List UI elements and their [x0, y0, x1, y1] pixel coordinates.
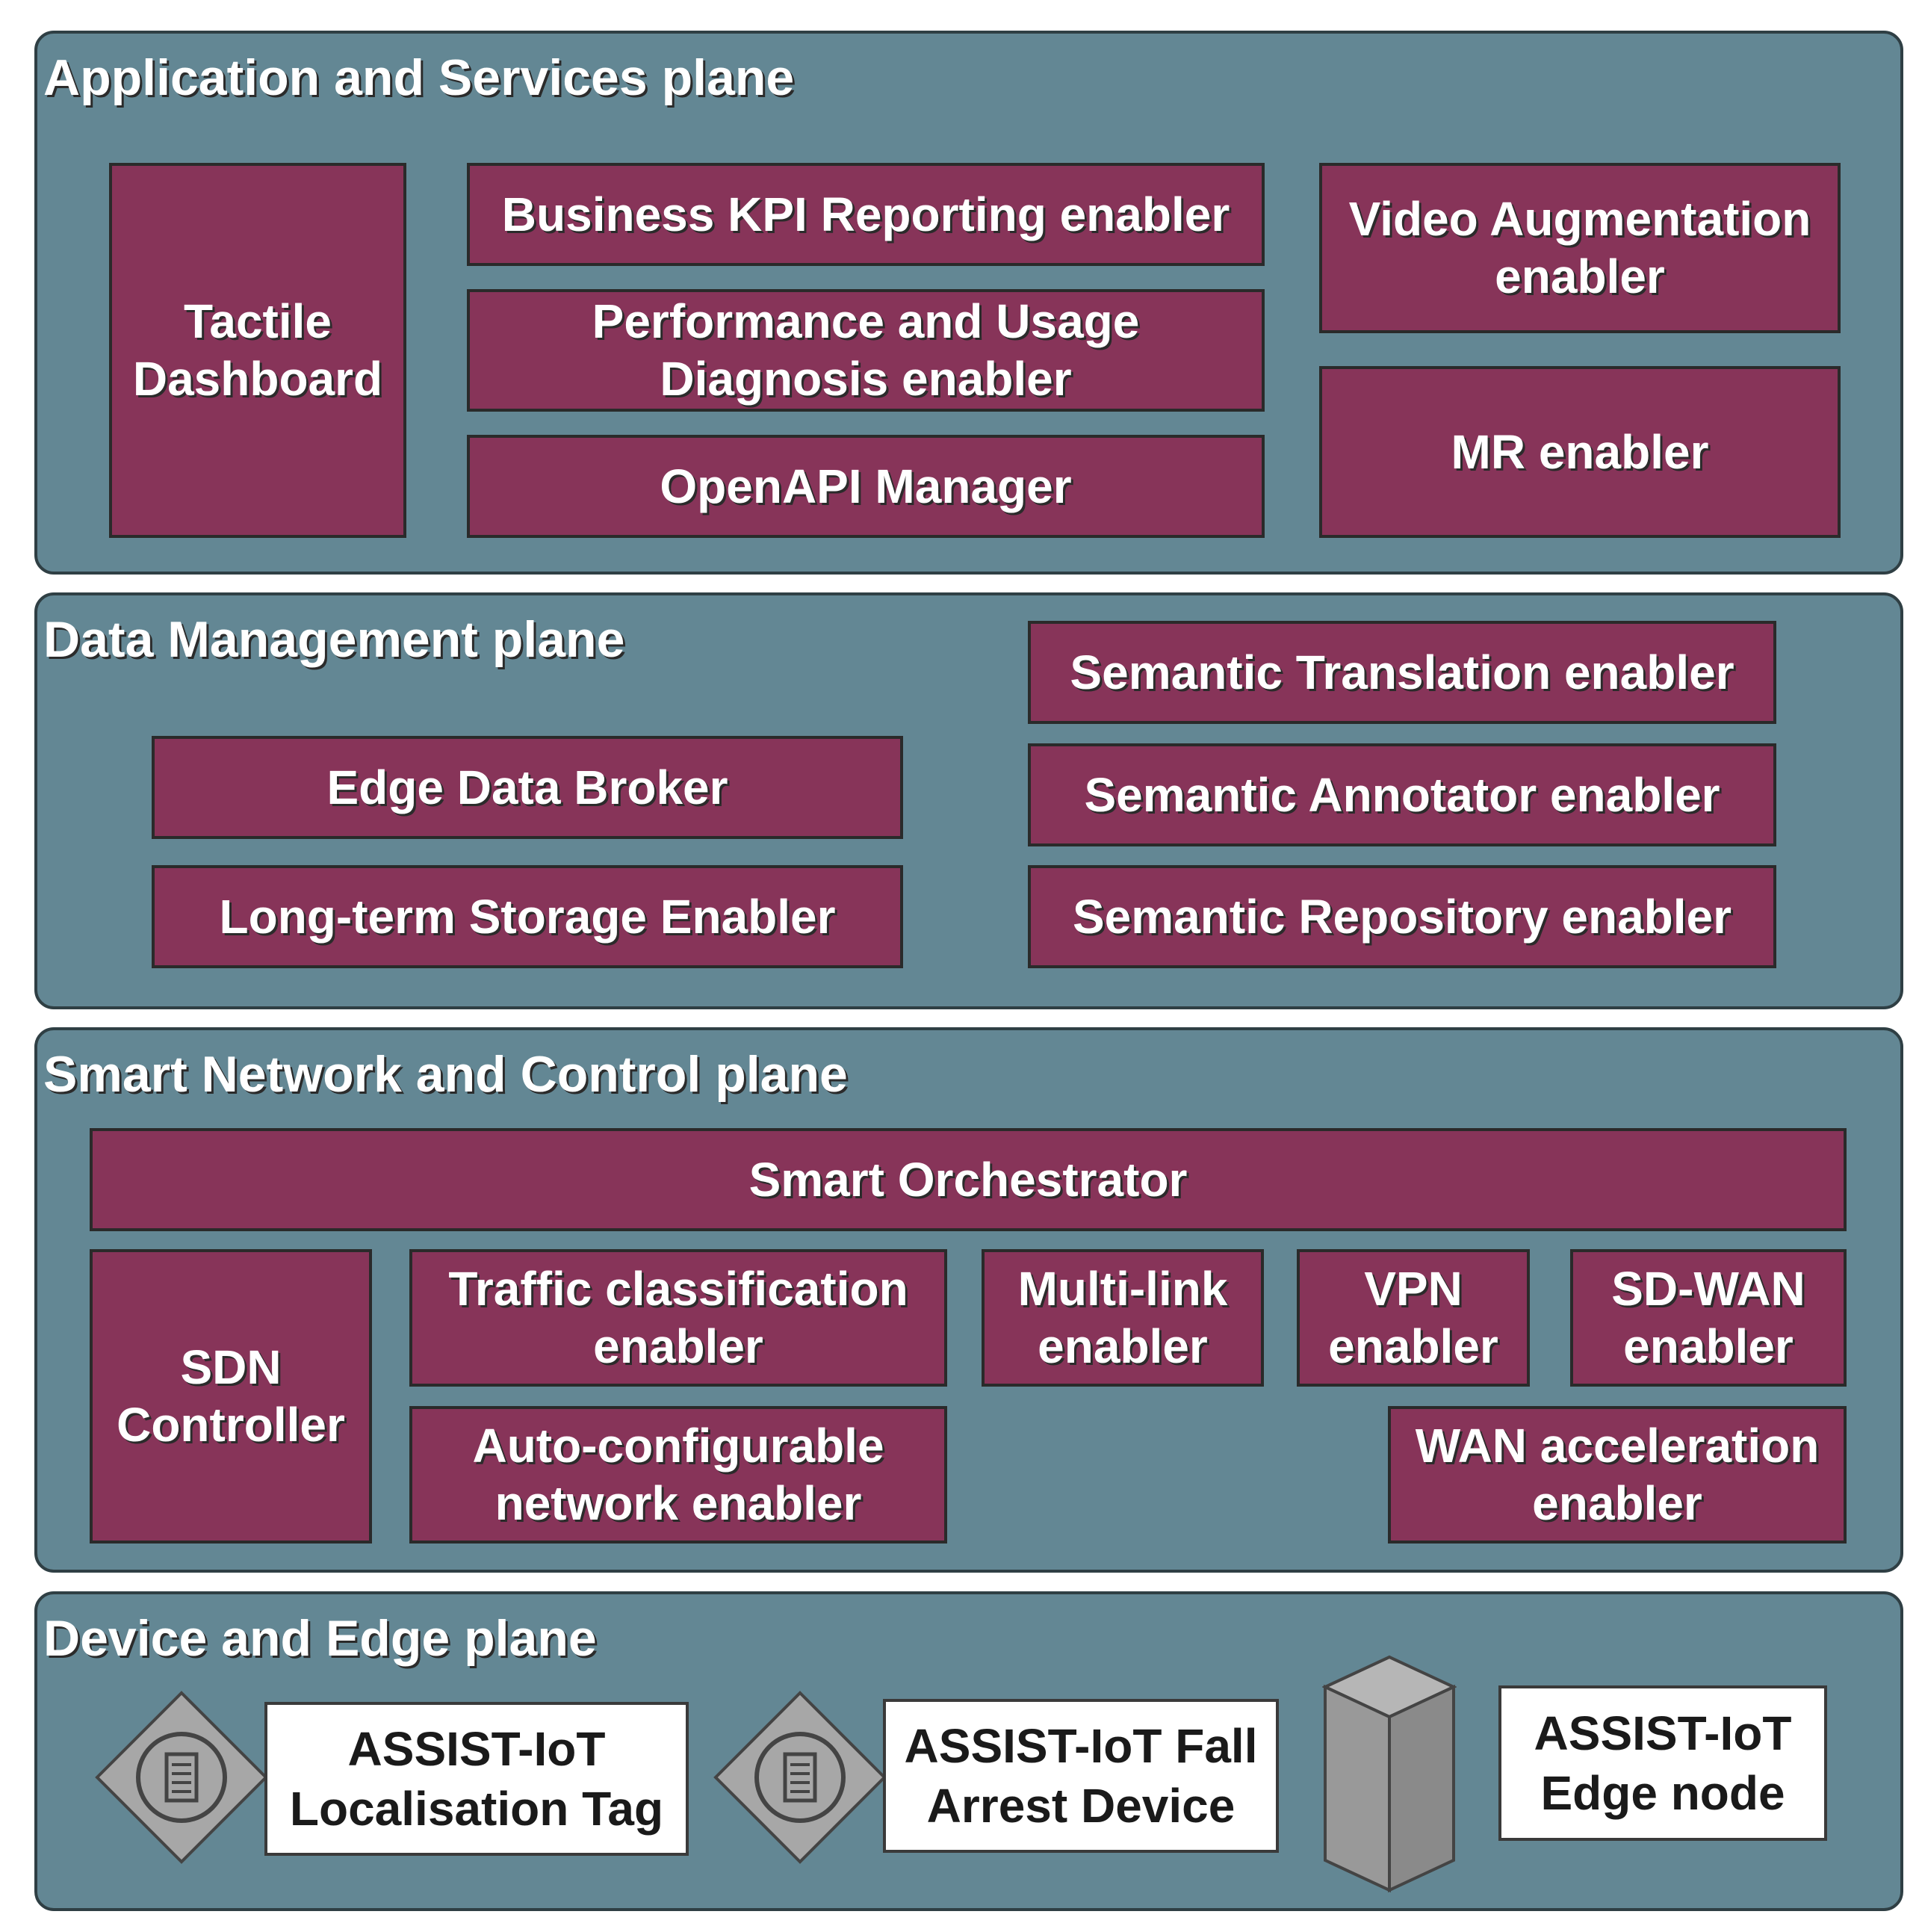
mr-enabler-box: MR enabler [1319, 366, 1841, 538]
edge-data-broker-box: Edge Data Broker [152, 736, 903, 839]
box-label: Semantic Repository enabler [1072, 889, 1732, 944]
box-label: Auto-configurable network enabler [472, 1419, 884, 1530]
wan-acceleration-box: WAN acceleration enabler [1388, 1406, 1847, 1544]
semantic-annotator-box: Semantic Annotator enabler [1028, 743, 1776, 846]
box-label: Traffic classification enabler [448, 1262, 908, 1373]
box-label: Smart Orchestrator [748, 1152, 1188, 1207]
sd-wan-box: SD-WAN enabler [1570, 1249, 1847, 1387]
box-label: Semantic Annotator enabler [1084, 767, 1720, 822]
plane-title: Application and Services plane [43, 49, 795, 106]
plane-title: Device and Edge plane [43, 1610, 597, 1667]
box-label: Video Augmentation enabler [1348, 192, 1811, 303]
box-label: SD-WAN enabler [1611, 1262, 1805, 1373]
device-diamond-icon [95, 1691, 268, 1864]
box-label: MR enabler [1451, 424, 1709, 479]
auto-configurable-network-box: Auto-configurable network enabler [409, 1406, 947, 1544]
box-label: ASSIST-IoT Fall Arrest Device [904, 1719, 1258, 1833]
multi-link-box: Multi-link enabler [982, 1249, 1264, 1387]
openapi-manager-box: OpenAPI Manager [467, 435, 1265, 538]
video-augmentation-box: Video Augmentation enabler [1319, 163, 1841, 333]
sdn-controller-box: SDN Controller [90, 1249, 372, 1544]
box-label: Performance and Usage Diagnosis enabler [592, 294, 1140, 406]
server-box-icon [1322, 1655, 1457, 1893]
box-label: Long-term Storage Enabler [219, 889, 836, 944]
smart-orchestrator-box: Smart Orchestrator [90, 1128, 1847, 1231]
device-diamond-icon [713, 1691, 887, 1864]
box-label: Edge Data Broker [326, 760, 728, 814]
business-kpi-reporting-box: Business KPI Reporting enabler [467, 163, 1265, 266]
plane-title: Data Management plane [43, 611, 625, 668]
plane-title: Smart Network and Control plane [43, 1046, 848, 1103]
semantic-repository-box: Semantic Repository enabler [1028, 865, 1776, 968]
localisation-tag-box: ASSIST-IoT Localisation Tag [264, 1702, 689, 1856]
box-label: VPN enabler [1328, 1262, 1498, 1373]
box-label: Business KPI Reporting enabler [501, 187, 1230, 241]
traffic-classification-box: Traffic classification enabler [409, 1249, 947, 1387]
semantic-translation-box: Semantic Translation enabler [1028, 621, 1776, 724]
box-label: ASSIST-IoT Localisation Tag [289, 1722, 664, 1836]
box-label: OpenAPI Manager [660, 459, 1072, 513]
performance-usage-diagnosis-box: Performance and Usage Diagnosis enabler [467, 289, 1265, 412]
box-label: Semantic Translation enabler [1070, 645, 1734, 699]
tactile-dashboard-box: Tactile Dashboard [109, 163, 406, 538]
box-label: ASSIST-IoT Edge node [1534, 1706, 1792, 1820]
box-label: SDN Controller [117, 1340, 345, 1452]
fall-arrest-device-box: ASSIST-IoT Fall Arrest Device [883, 1699, 1279, 1853]
box-label: WAN acceleration enabler [1415, 1419, 1820, 1530]
long-term-storage-box: Long-term Storage Enabler [152, 865, 903, 968]
box-label: Tactile Dashboard [132, 294, 383, 406]
box-label: Multi-link enabler [1017, 1262, 1228, 1373]
vpn-box: VPN enabler [1297, 1249, 1530, 1387]
edge-node-box: ASSIST-IoT Edge node [1498, 1685, 1827, 1841]
